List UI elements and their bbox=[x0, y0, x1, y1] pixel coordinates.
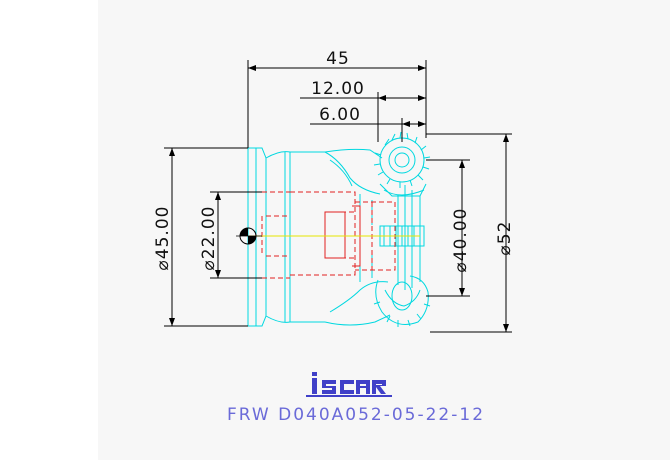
dimension-dia-22-label: ⌀22.00 bbox=[199, 206, 219, 271]
dimension-dia-52 bbox=[426, 133, 512, 333]
center-mark bbox=[236, 227, 262, 245]
cutter-body-outline bbox=[247, 131, 431, 327]
dimension-dia-45 bbox=[164, 147, 248, 327]
dimension-dia-45-label: ⌀45.00 bbox=[153, 206, 173, 271]
dimension-dia-52-label: ⌀52 bbox=[495, 221, 515, 256]
hidden-lines bbox=[261, 191, 396, 279]
dimension-6-label: 6.00 bbox=[319, 105, 361, 125]
dimension-dia-40-label: ⌀40.00 bbox=[451, 208, 471, 273]
dimension-12 bbox=[300, 92, 427, 142]
dimension-45-label: 45 bbox=[326, 49, 350, 69]
dimension-overall-length bbox=[247, 60, 427, 148]
dimension-12-label: 12.00 bbox=[311, 79, 365, 99]
dimension-6 bbox=[310, 118, 426, 142]
part-number: FRW D040A052-05-22-12 bbox=[227, 405, 485, 425]
dimension-dia-40 bbox=[426, 159, 470, 297]
iscar-logo bbox=[306, 372, 392, 397]
dimension-dia-22 bbox=[210, 191, 262, 279]
